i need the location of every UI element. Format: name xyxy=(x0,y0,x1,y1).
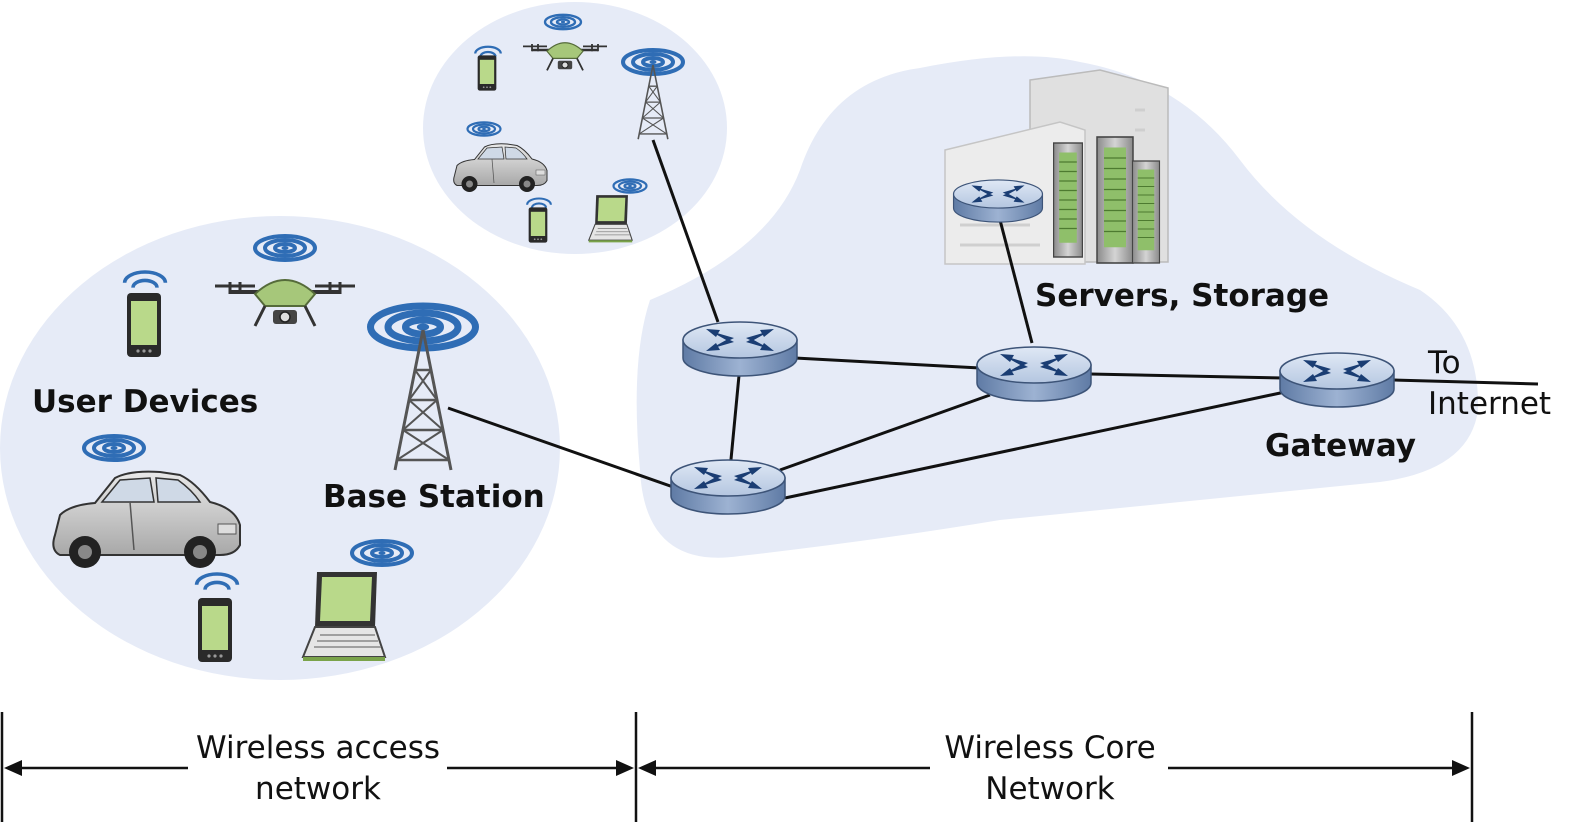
core-span-label-line1: Wireless Core xyxy=(944,730,1155,766)
link-gateway-internet xyxy=(1393,378,1539,386)
wifi-signal-icon xyxy=(466,121,502,137)
phone-icon[interactable] xyxy=(528,207,548,243)
span-arrowheads xyxy=(4,760,1470,776)
wifi-signal-icon xyxy=(82,434,146,462)
phone-icon[interactable] xyxy=(477,55,497,91)
gateway-router-icon[interactable] xyxy=(1279,352,1395,408)
servers-storage-label: Servers, Storage xyxy=(1035,278,1329,314)
to-internet-label-line2: Internet xyxy=(1428,386,1551,422)
router-icon[interactable] xyxy=(682,321,798,377)
base-station-label: Base Station xyxy=(323,479,545,515)
router-icon[interactable] xyxy=(976,346,1092,402)
link-tower2-router xyxy=(651,139,720,323)
span-brackets xyxy=(0,712,1474,822)
link-basestation-router xyxy=(447,406,677,490)
link-router-router xyxy=(728,364,742,471)
link-router-gateway xyxy=(1089,372,1284,380)
wifi-signal-icon xyxy=(612,178,648,194)
wifi-signal-icon xyxy=(543,13,583,31)
phone-icon[interactable] xyxy=(127,293,161,357)
phone-icon[interactable] xyxy=(198,598,232,662)
access-span-label-line2: network xyxy=(255,771,381,807)
link-router-router xyxy=(779,393,991,472)
link-server-router xyxy=(998,219,1034,344)
user-devices-label: User Devices xyxy=(32,384,258,420)
network-links xyxy=(447,139,1539,500)
router-icon[interactable] xyxy=(670,459,786,515)
server-rack-icon xyxy=(1052,142,1084,258)
wifi-signal-icon xyxy=(253,234,317,262)
server-rack-icon xyxy=(1096,136,1134,264)
server-rack-icon xyxy=(1131,160,1161,264)
core-network-cloud xyxy=(636,56,1479,558)
access-span-label-line1: Wireless access xyxy=(196,730,440,766)
to-internet-label-line1: To xyxy=(1427,345,1461,381)
gateway-label: Gateway xyxy=(1265,428,1416,464)
link-router-router xyxy=(794,356,981,370)
link-router-gateway xyxy=(784,390,1286,500)
wifi-signal-icon xyxy=(350,539,414,567)
wifi-signal-icon xyxy=(621,48,685,76)
server-router-icon[interactable] xyxy=(952,179,1044,223)
core-span-label-line2: Network xyxy=(985,771,1114,807)
